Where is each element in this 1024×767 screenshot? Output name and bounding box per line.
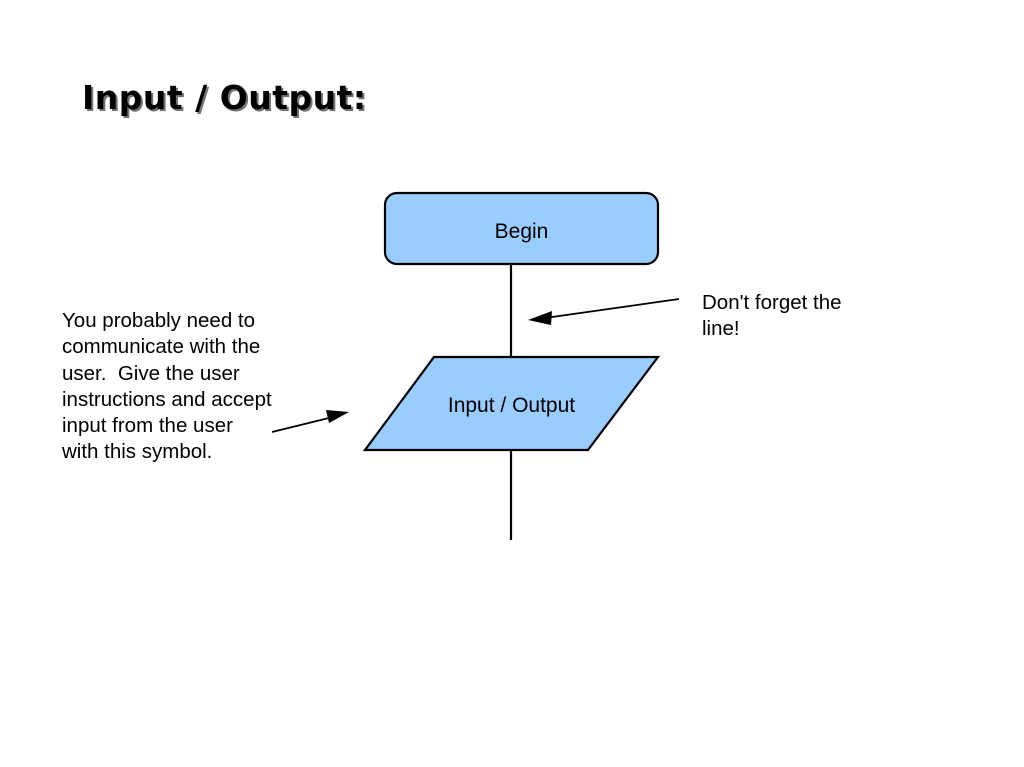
node-input-output[interactable] bbox=[362, 355, 661, 452]
annotation-left-note: You probably need to communicate with th… bbox=[62, 309, 272, 464]
annotation-arrow-left bbox=[271, 410, 349, 433]
node-begin-label: Begin bbox=[494, 220, 549, 243]
annotation-arrow-right bbox=[528, 298, 680, 325]
node-input-output-label: Input / Output bbox=[447, 394, 576, 417]
annotation-right-note: Don't forget the line! bbox=[702, 291, 842, 341]
node-begin[interactable] bbox=[383, 191, 660, 266]
page-title: Input / Output: bbox=[82, 78, 367, 117]
